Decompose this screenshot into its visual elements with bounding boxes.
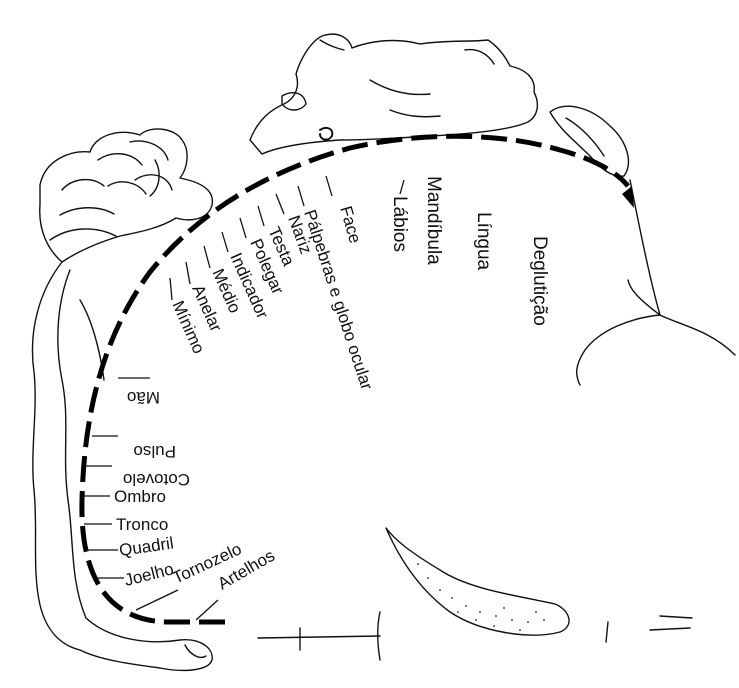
stipple-texture [417, 563, 545, 631]
label-degluticao: Deglutição [529, 236, 550, 326]
label-quadril: Quadril [118, 534, 175, 560]
label-mandibula: Mandíbula [423, 176, 444, 265]
label-palpebras: Pálpebras e globo ocular [300, 207, 376, 392]
label-face: Face [336, 204, 365, 246]
label-labios: Lábios [389, 196, 410, 252]
label-pulso: Pulso [133, 442, 176, 461]
label-lingua: Língua [473, 212, 494, 271]
label-ombro: Ombro [114, 487, 166, 506]
arc-arrowhead [622, 186, 634, 208]
label-mao: Mão [127, 388, 160, 407]
label-joelho: Joelho [122, 559, 175, 590]
label-tronco: Tronco [116, 515, 168, 534]
